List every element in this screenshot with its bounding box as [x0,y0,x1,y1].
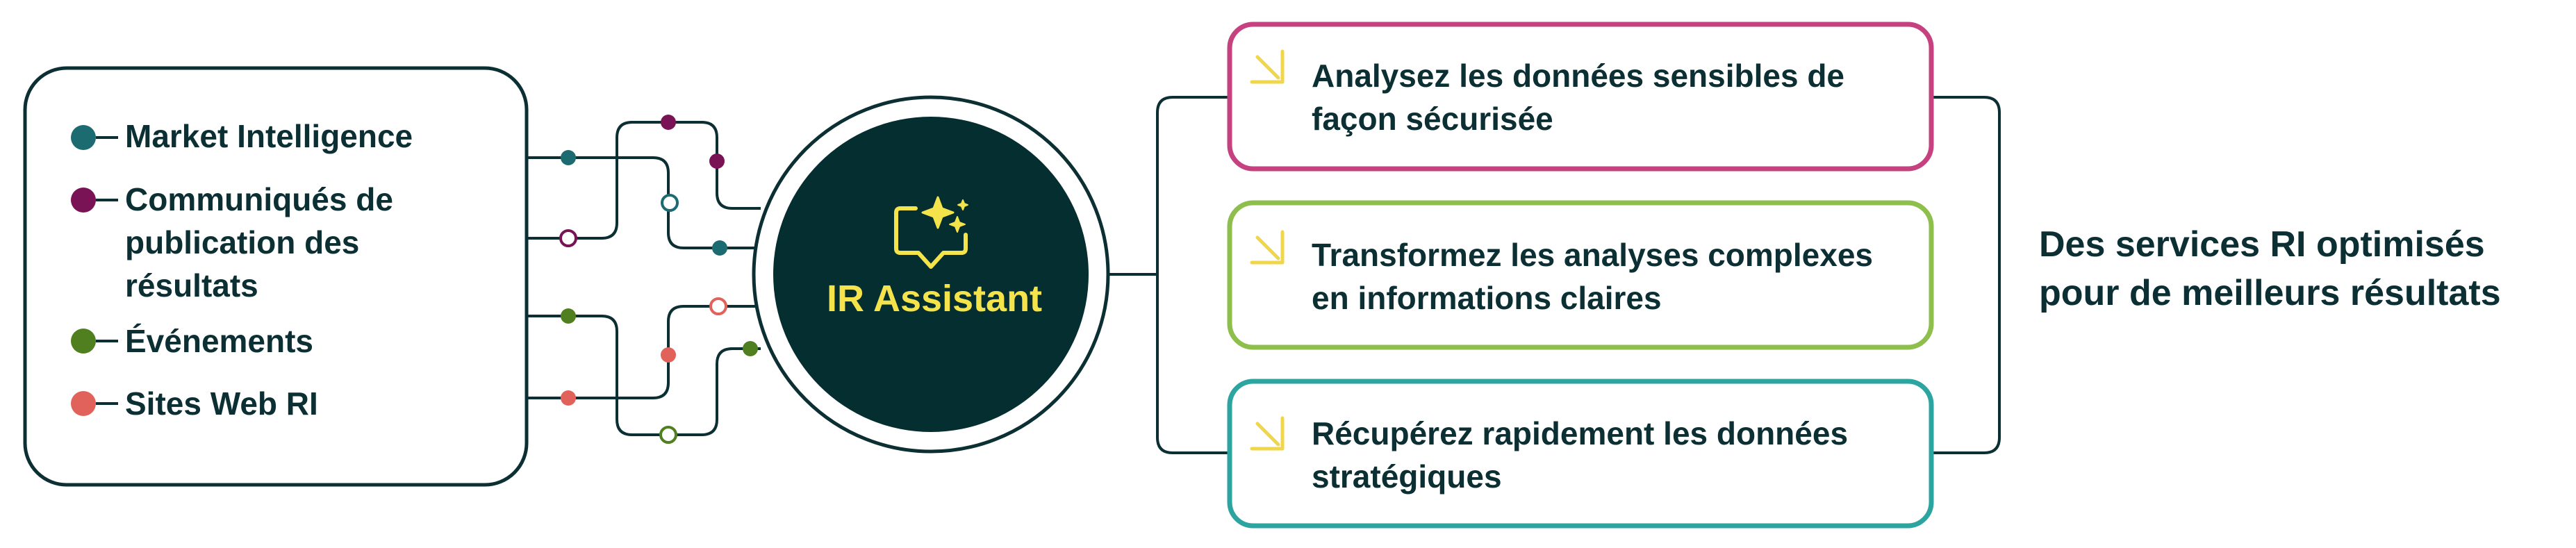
output-card-3 [1227,379,1934,529]
chat-sparkle-icon [894,196,968,269]
dot-icon [71,329,118,354]
center-title: IR Assistant [826,278,1043,319]
dot-icon [71,188,118,213]
connector-dot [743,341,758,356]
center-core [773,117,1089,432]
output-card-2 [1227,200,1934,350]
output-card-1 [1227,22,1934,172]
sources-panel [23,66,529,487]
burst-icon [1250,230,1285,265]
output-bracket-right [1930,96,2001,454]
summary-text: Des services RI optimisés pour de meille… [2039,224,2501,313]
connector-dot [661,347,676,363]
connector-dot [661,115,676,130]
output-card-text: Analysez les données sensibles de façon … [1312,58,1844,137]
connector-dot [661,194,679,212]
source-label: Market Intelligence [125,118,413,154]
source-label: Communiqués de publication des résultats [125,181,393,304]
source-label: Sites Web RI [125,385,318,422]
burst-icon [1250,416,1285,451]
connector-dot [559,229,577,247]
connector-dot [561,150,576,165]
source-label: Événements [125,323,314,359]
burst-icon [1250,49,1285,84]
connector-dot [659,426,677,444]
connector-dot [561,390,576,406]
dot-icon [71,125,118,150]
output-card-text: Récupérez rapidement les données stratég… [1312,415,1849,495]
source-connector-lines [527,121,761,436]
connector-dots [559,115,758,444]
dot-icon [71,391,118,416]
output-bracket-left [1156,96,1230,454]
connector-dot [561,308,576,324]
output-card-text: Transformez les analyses complexes en in… [1312,237,1873,316]
connector-dot [709,153,725,169]
connector-dot [709,297,727,315]
connector-dot [712,240,727,256]
